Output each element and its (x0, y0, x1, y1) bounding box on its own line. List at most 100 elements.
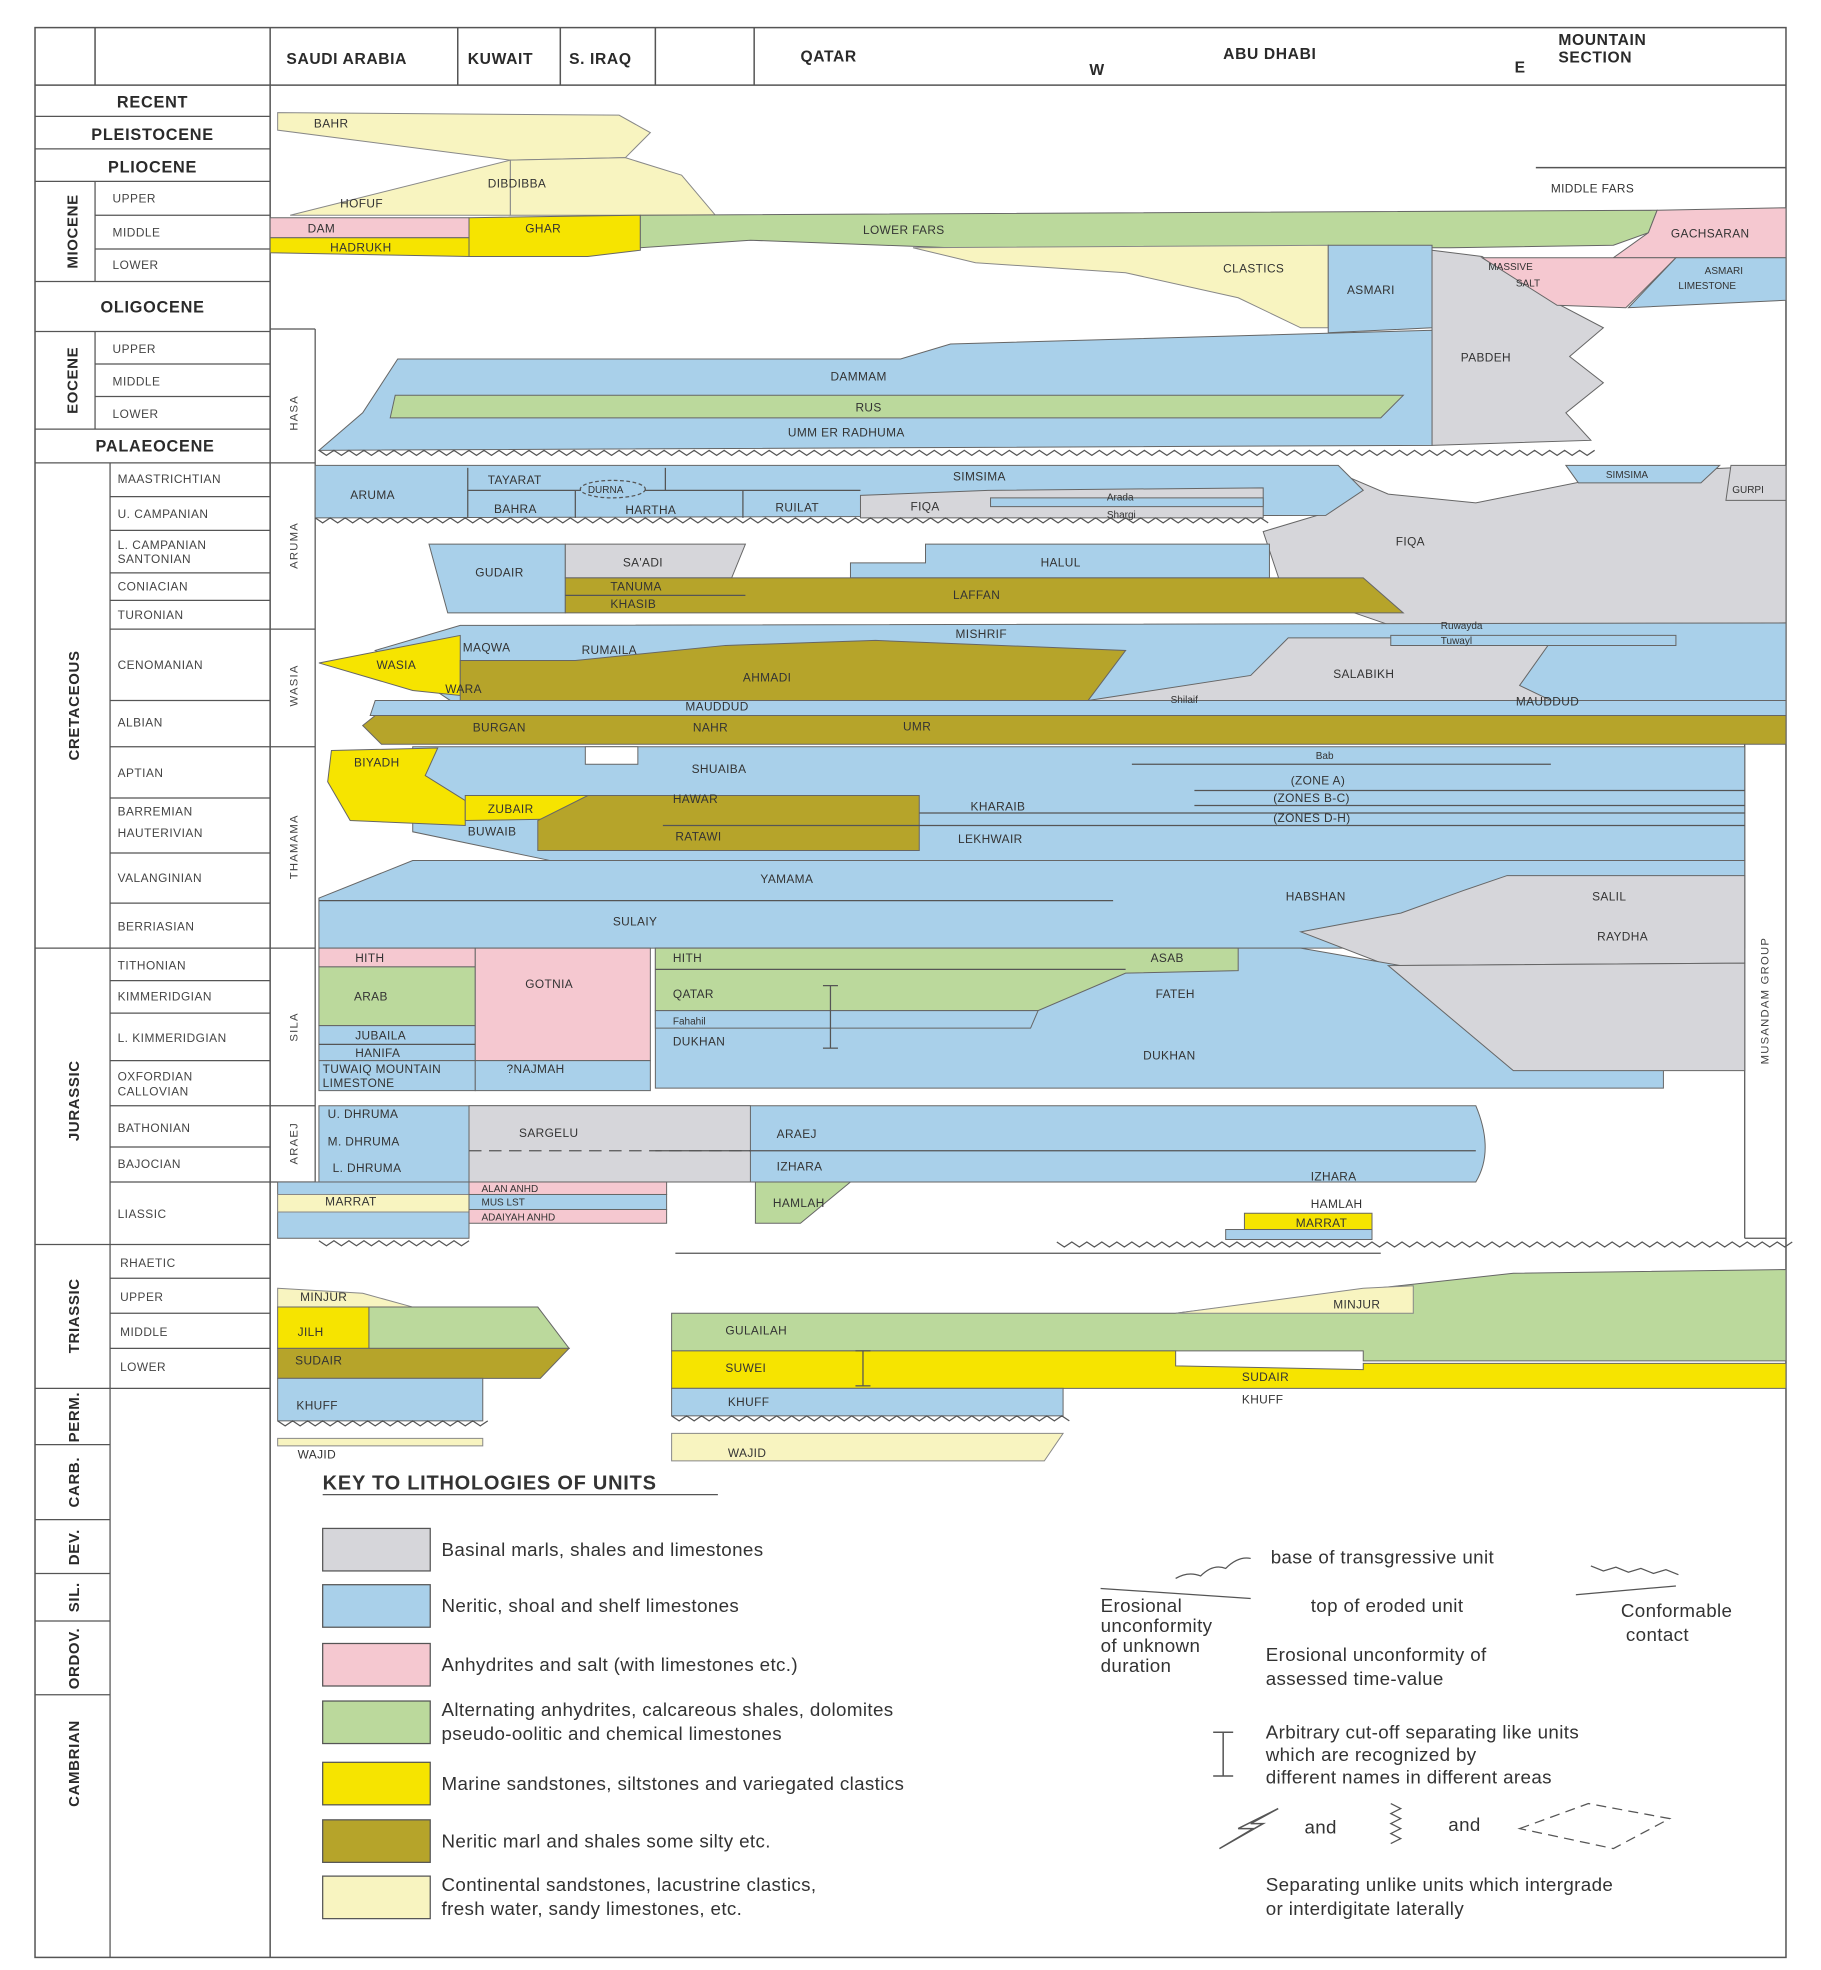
label-rumaila: RUMAILA (582, 643, 637, 657)
unit-arada-shargi (990, 497, 1264, 508)
key-swatch (322, 1761, 431, 1806)
label-m-dhruma: M. DHRUMA (328, 1135, 400, 1149)
period-jurassic: JURASSIC (66, 1060, 83, 1141)
period-silurian: SIL. (66, 1582, 83, 1612)
stage-coniacian: CONIACIAN (118, 579, 188, 593)
stage-santonian: SANTONIAN (118, 552, 192, 566)
stage-eocene-middle: MIDDLE (113, 374, 161, 388)
stage-valanginian: VALANGINIAN (118, 871, 202, 885)
group-labels: HASA ARUMA WASIA THAMAMA SILA ARAEJ MUSA… (289, 395, 1786, 1239)
label-fiqa: FIQA (911, 499, 940, 513)
label-adaiyah-anhd: ADAIYAH ANHD (482, 1213, 556, 1224)
label-zones-d-h: (ZONES D-H) (1273, 811, 1350, 825)
symbol-erosional-assessed-2: assessed time-value (1266, 1668, 1444, 1689)
key-label: Continental sandstones, lacustrine clast… (441, 1874, 816, 1895)
label-sargelu: SARGELU (519, 1126, 578, 1140)
label-alan-anhd: ALAN ANHD (482, 1184, 539, 1195)
label-gulailah: GULAILAH (725, 1324, 787, 1338)
label-gotnia: GOTNIA (525, 977, 573, 991)
jurassic-units: HITH GOTNIA HITH ASAB ARAB QATAR FATEH F… (277, 947, 1746, 1241)
symbol-conformable-2: contact (1626, 1624, 1689, 1645)
unit-dam (269, 217, 470, 239)
label-biyadh: BIYADH (354, 756, 400, 770)
unconformity-line (671, 1415, 1070, 1422)
label-salil: SALIL (1592, 890, 1626, 904)
stage-tithonian: TITHONIAN (118, 958, 186, 972)
key-label: Neritic, shoal and shelf limestones (441, 1595, 739, 1616)
label-asab: ASAB (1151, 951, 1184, 965)
header-s-iraq: S. IRAQ (569, 51, 632, 68)
label-izhara-east: IZHARA (1311, 1170, 1357, 1184)
period-carboniferous: CARB. (66, 1457, 83, 1508)
label-dibdibba: DIBDIBBA (488, 177, 546, 191)
label-dam: DAM (308, 222, 336, 236)
stage-eocene-lower: LOWER (113, 407, 159, 421)
group-sila: SILA (289, 1012, 301, 1041)
label-hadrukh: HADRUKH (330, 240, 391, 254)
key-swatch (322, 1819, 431, 1863)
label-wara: WARA (445, 682, 482, 696)
group-hasa: HASA (289, 395, 301, 431)
label-najmah: ?NAJMAH (507, 1062, 565, 1076)
stage-aptian: APTIAN (118, 766, 164, 780)
label-qatar: QATAR (673, 987, 714, 1001)
label-asmari-limestone-2: LIMESTONE (1678, 281, 1736, 292)
unit-burgan-nahr-umr (361, 714, 1787, 745)
stage-triassic-middle: MIDDLE (120, 1325, 168, 1339)
label-zubair: ZUBAIR (488, 802, 534, 816)
label-tuwaiq-2: LIMESTONE (323, 1076, 395, 1090)
key-swatch (322, 1875, 431, 1920)
unit-hith-saudi (318, 947, 476, 968)
cretaceous-units: ARUMA TAYARAT DURNA BAHRA HARTHA RUILAT … (314, 464, 1787, 967)
label-rus: RUS (855, 401, 881, 415)
label-hofuf: HOFUF (340, 197, 383, 211)
period-triassic: TRIASSIC (66, 1278, 83, 1353)
label-salt: SALT (1516, 278, 1540, 289)
label-tuwayl: Tuwayl (1441, 636, 1472, 647)
label-umr: UMR (903, 719, 931, 733)
stage-bathonian: BATHONIAN (118, 1121, 191, 1135)
interdigitate-wavy-icon (1389, 1803, 1403, 1845)
label-izhara: IZHARA (777, 1160, 823, 1174)
epoch-pliocene: PLIOCENE (108, 159, 197, 177)
label-mishrif: MISHRIF (956, 627, 1007, 641)
symbol-erosional-unknown-4: duration (1101, 1655, 1172, 1676)
unit-dammam (317, 329, 1433, 451)
stage-bajocian: BAJOCIAN (118, 1157, 181, 1171)
label-dukhan: DUKHAN (673, 1035, 725, 1049)
period-permian: PERM. (66, 1392, 83, 1443)
label-ratawi: RATAWI (675, 830, 721, 844)
label-lower-fars: LOWER FARS (863, 223, 945, 237)
time-scale: RECENT PLEISTOCENE PLIOCENE MIOCENE UPPE… (35, 94, 316, 1958)
label-simsima: SIMSIMA (953, 469, 1006, 483)
unit-hamlah (754, 1181, 852, 1224)
label-pabdeh: PABDEH (1461, 351, 1511, 365)
label-khuff: KHUFF (296, 1399, 337, 1413)
symbol-erosional-unknown-3: of unknown (1101, 1635, 1201, 1656)
label-ruwayda: Ruwayda (1441, 621, 1483, 632)
symbol-separating-2: or interdigitate laterally (1266, 1898, 1465, 1919)
label-minjur: MINJUR (300, 1290, 347, 1304)
epoch-oligocene: OLIGOCENE (100, 299, 204, 317)
unit-hadrukh (269, 237, 470, 257)
label-hartha: HARTHA (625, 503, 676, 517)
symbol-erosional-assessed-1: Erosional unconformity of (1266, 1644, 1487, 1665)
label-sulaiy: SULAIY (613, 915, 658, 929)
header-columns: SAUDI ARABIA KUWAIT S. IRAQ QATAR W ABU … (286, 32, 1645, 79)
label-tuwaiq-1: TUWAIQ MOUNTAIN (323, 1062, 441, 1076)
label-massive: MASSIVE (1488, 262, 1533, 273)
label-maqwa: MAQWA (463, 641, 511, 655)
stage-l-campanian: L. CAMPANIAN (118, 538, 207, 552)
unit-fahahil (654, 1010, 1039, 1029)
label-jubaila: JUBAILA (355, 1028, 406, 1042)
unit-simsima-east (1564, 464, 1721, 484)
label-fateh: FATEH (1156, 987, 1195, 1001)
symbol-top-eroded: top of eroded unit (1311, 1595, 1464, 1616)
label-durna: DURNA (588, 485, 624, 496)
label-ahmadi: AHMADI (743, 671, 791, 685)
symbol-separating-1: Separating unlike units which intergrade (1266, 1874, 1614, 1895)
header-west: W (1089, 62, 1104, 79)
label-kharaib: KHARAIB (971, 800, 1026, 814)
label-halul: HALUL (1041, 556, 1081, 570)
epoch-miocene: MIOCENE (65, 194, 82, 268)
